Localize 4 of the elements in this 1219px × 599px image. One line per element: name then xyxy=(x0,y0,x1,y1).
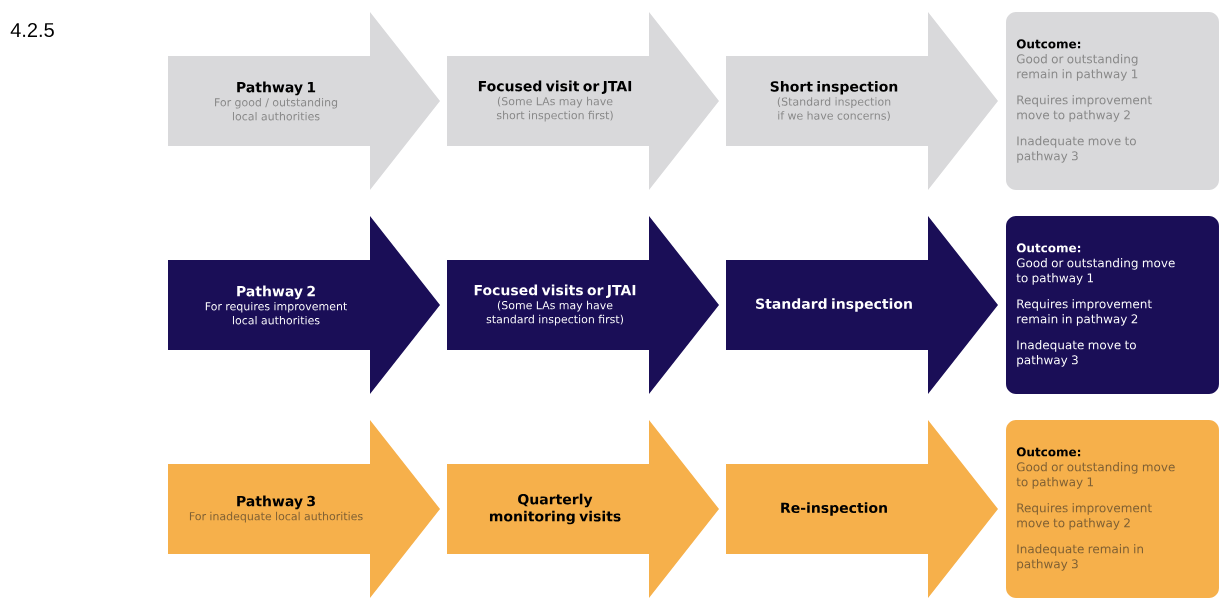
outcome-box: Outcome: Good or outstanding remain in pathway 1 Requires improvement move to pathway 2 Inadequate move to pathway 3 xyxy=(1006,12,1219,190)
section-number: 4.2.5 xyxy=(10,22,54,38)
outcome-box: Outcome: Good or outstanding move to pathway 1 Requires improvement remain in pathway 2 Inadequate move to pathway 3 xyxy=(1006,216,1219,394)
outcome-box: Outcome: Good or outstanding move to pathway 1 Requires improvement move to pathway 2 Inadequate remain in pathway 3 xyxy=(1006,420,1219,598)
